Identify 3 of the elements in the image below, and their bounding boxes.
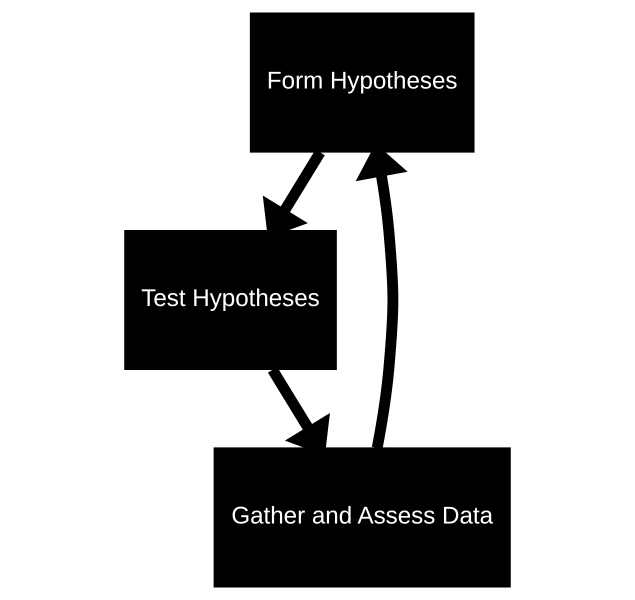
node-box: Gather and Assess Data bbox=[214, 447, 511, 588]
node-box: Form Hypotheses bbox=[250, 12, 475, 153]
node-box: Test Hypotheses bbox=[124, 230, 337, 370]
